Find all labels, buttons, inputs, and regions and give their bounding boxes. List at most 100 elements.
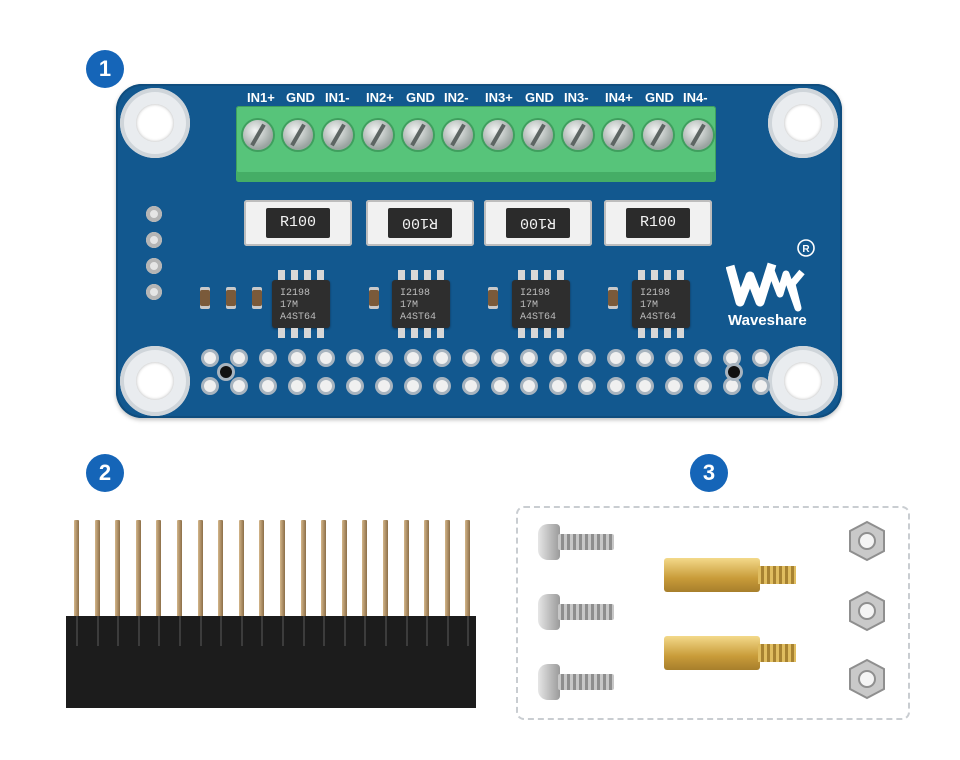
gpio-hole (407, 352, 419, 364)
smd-component (488, 290, 498, 306)
gpio-hole (639, 380, 651, 392)
terminal-label-in2-minus: IN2- (444, 90, 469, 105)
header-pin (74, 520, 79, 628)
gpio-hole (465, 380, 477, 392)
gpio-hole (378, 380, 390, 392)
registered-mark: R (802, 244, 810, 255)
header-pin (424, 520, 430, 628)
gpio-hole (755, 352, 767, 364)
pin-header-housing (66, 616, 476, 708)
hex-nut (849, 590, 885, 632)
terminal-screw (563, 120, 593, 150)
header-pin (115, 520, 121, 628)
smd-component (226, 290, 236, 306)
gpio-hole (755, 380, 767, 392)
header-pin (341, 520, 347, 628)
gpio-hole (610, 380, 622, 392)
smd-component (369, 290, 379, 306)
gpio-hole (726, 352, 738, 364)
header-pin (177, 520, 182, 628)
header-pin (321, 520, 327, 628)
test-pad (146, 284, 162, 300)
header-pin (383, 520, 388, 628)
terminal-screw (523, 120, 553, 150)
header-pin (444, 520, 450, 628)
smd-component (252, 290, 262, 306)
terminal-label-gnd-3: GND (525, 90, 554, 105)
terminal-screw (443, 120, 473, 150)
gpio-hole (494, 352, 506, 364)
terminal-screw (243, 120, 273, 150)
terminal-label-gnd-2: GND (406, 90, 435, 105)
alignment-hole (220, 366, 232, 378)
gpio-hole (320, 352, 332, 364)
gpio-hole (639, 352, 651, 364)
shunt-resistor-2: R100 (366, 200, 474, 246)
mounting-hole-icon (120, 346, 190, 416)
terminal-label-in1-minus: IN1- (325, 90, 350, 105)
terminal-label-in4-plus: IN4+ (605, 90, 633, 105)
terminal-screw (403, 120, 433, 150)
current-sensor-board: IN1+ GND IN1- IN2+ GND IN2- IN3+ GND IN3… (116, 84, 842, 418)
step-badge-2: 2 (86, 454, 124, 492)
header-pin (465, 520, 471, 628)
gpio-hole (668, 352, 680, 364)
test-pad (146, 258, 162, 274)
terminal-label-gnd-1: GND (286, 90, 315, 105)
gpio-hole (349, 380, 361, 392)
header-pin (197, 520, 203, 628)
gpio-hole (726, 380, 738, 392)
gpio-hole (523, 380, 535, 392)
mounting-hole-icon (768, 346, 838, 416)
gpio-hole (233, 352, 245, 364)
gpio-hole (581, 352, 593, 364)
gpio-hole (407, 380, 419, 392)
gpio-hole (552, 380, 564, 392)
terminal-screw (323, 120, 353, 150)
test-pad (146, 206, 162, 222)
screw-terminal-block (236, 106, 716, 182)
gpio-hole (523, 352, 535, 364)
accessory-kit (516, 506, 910, 720)
resistor-code: R100 (639, 214, 676, 231)
gpio-hole (204, 352, 216, 364)
header-pin (259, 520, 265, 628)
gpio-hole (233, 380, 245, 392)
smd-component (608, 290, 618, 306)
gpio-hole (378, 352, 390, 364)
terminal-label-in2-plus: IN2+ (366, 90, 394, 105)
terminal-screw (603, 120, 633, 150)
gpio-hole (349, 352, 361, 364)
resistor-code: R100 (402, 214, 439, 231)
gpio-hole (262, 352, 274, 364)
header-pin (135, 520, 141, 628)
gpio-hole (436, 352, 448, 364)
mounting-hole-icon (768, 88, 838, 158)
gpio-hole (581, 380, 593, 392)
gpio-hole (262, 380, 274, 392)
gpio-hole (436, 380, 448, 392)
gpio-hole (552, 352, 564, 364)
terminal-label-in3-minus: IN3- (564, 90, 589, 105)
gpio-hole (697, 380, 709, 392)
header-pin (403, 520, 409, 628)
header-pin (280, 520, 285, 628)
terminal-screw (643, 120, 673, 150)
gpio-hole (291, 352, 303, 364)
mounting-hole-icon (120, 88, 190, 158)
waveshare-logo-icon: R (726, 239, 815, 312)
terminal-screw (683, 120, 713, 150)
shunt-resistor-3: R100 (484, 200, 592, 246)
gpio-hole (465, 352, 477, 364)
hex-nut (849, 520, 885, 562)
hex-nut (849, 658, 885, 700)
header-pin (218, 520, 224, 628)
terminal-label-in3-plus: IN3+ (485, 90, 513, 105)
